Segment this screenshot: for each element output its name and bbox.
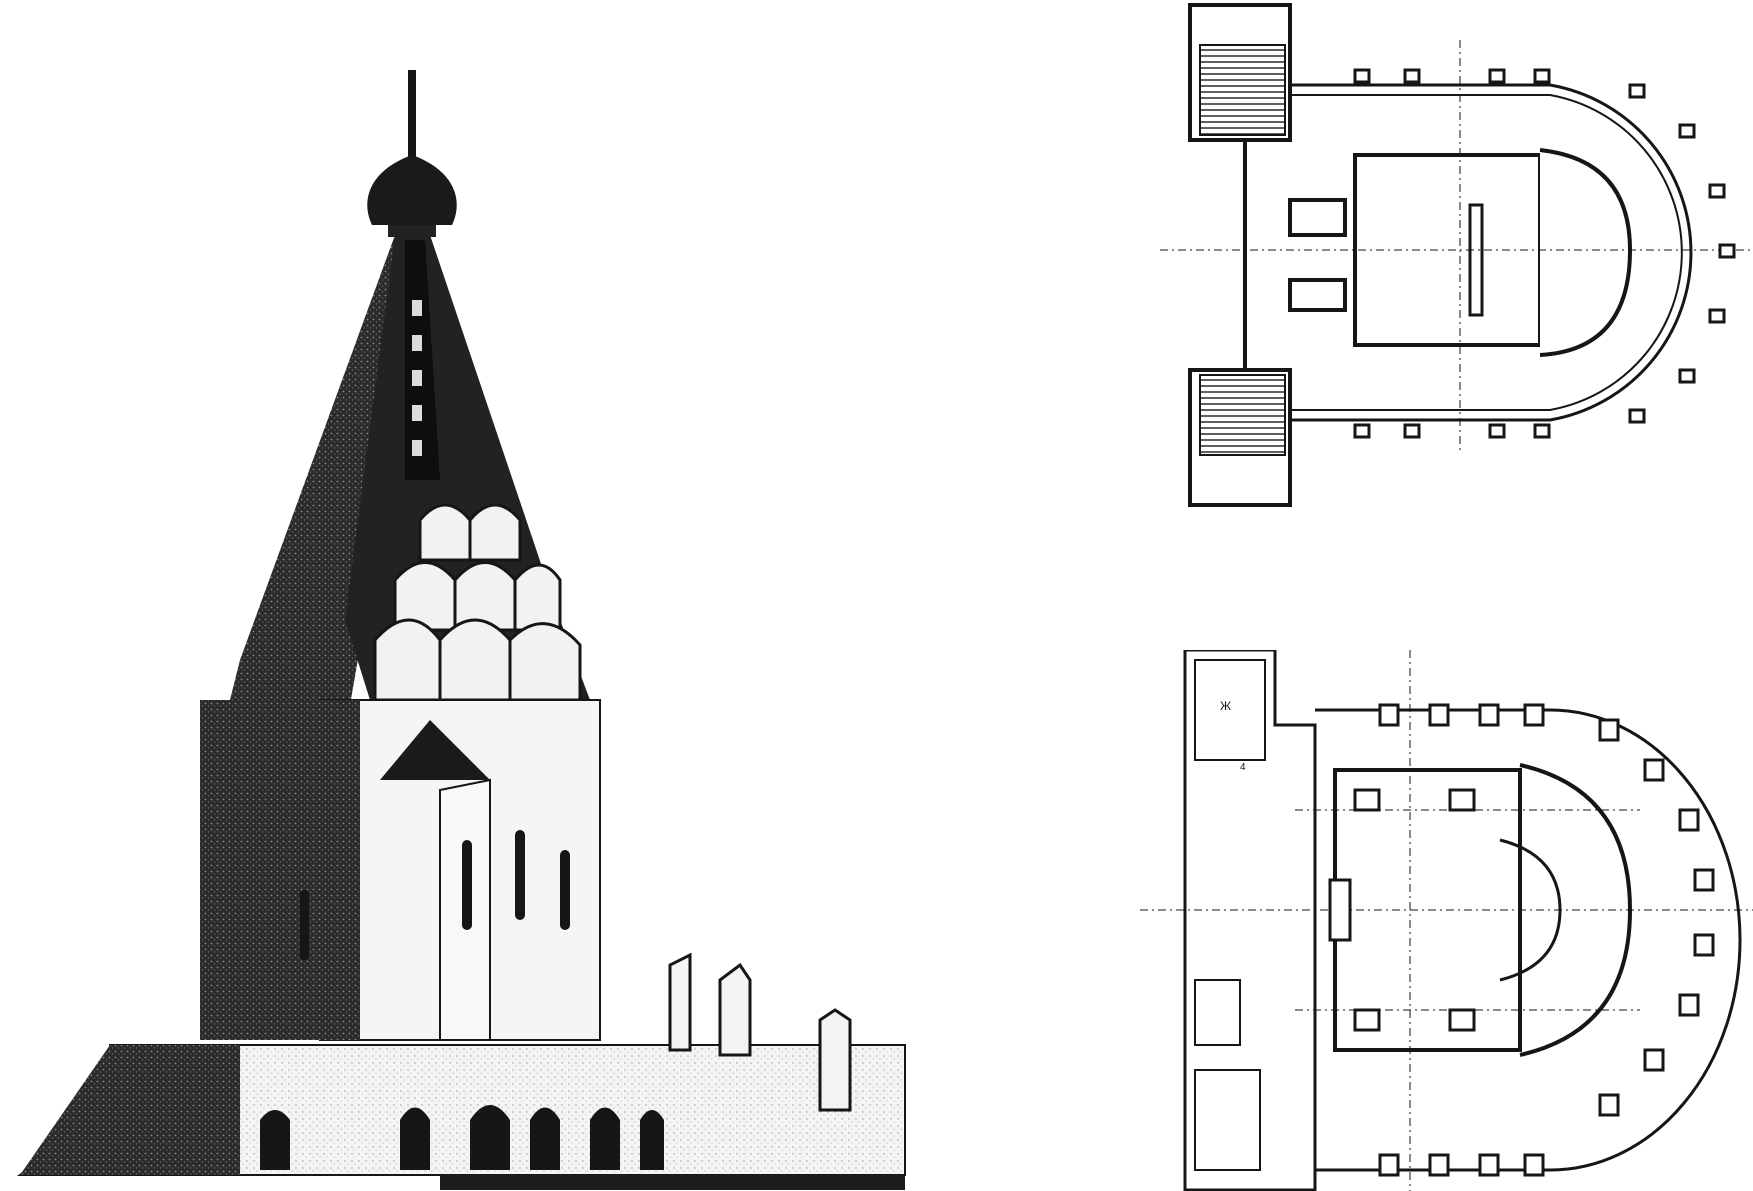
plinth — [440, 1175, 905, 1190]
upper-floor-plan-icon — [1160, 3, 1753, 507]
upper-perimeter-piers — [1353, 68, 1736, 439]
kokoshnik-tiers — [373, 503, 582, 702]
gallery-turrets — [668, 952, 852, 1112]
lower-inner-piers — [1328, 788, 1476, 1032]
upper-plan-axes — [1160, 40, 1753, 450]
tent-roof-church-elevation-icon — [16, 70, 906, 1190]
dome-drum — [388, 225, 436, 237]
tower-windows — [300, 830, 570, 960]
spire — [408, 70, 416, 160]
tent-roof-shadow-side — [200, 235, 410, 820]
upper-gallery-outline — [1290, 83, 1693, 422]
lower-west-block — [1183, 650, 1317, 1191]
upper-floor-plan — [1160, 0, 1753, 520]
plan-mark-4: 4 — [1240, 762, 1246, 773]
gallery-shadow — [20, 1045, 240, 1175]
lower-gallery-outline — [1315, 708, 1742, 1172]
plan-mark-zh: Ж — [1220, 699, 1231, 713]
lower-floor-plan: Ж 4 — [1140, 650, 1753, 1191]
porch-gable — [380, 720, 490, 780]
church-elevation-drawing — [0, 60, 920, 1191]
onion-dome — [367, 155, 457, 225]
upper-church-walls — [1288, 148, 1633, 357]
lower-perimeter-piers — [1378, 703, 1715, 1177]
tower-body-shadow — [200, 700, 360, 1040]
gallery-arches — [260, 1105, 664, 1170]
tent-small-windows — [412, 300, 422, 456]
lower-church-walls — [1333, 768, 1522, 1052]
lower-plan-axes — [1140, 650, 1753, 1191]
lower-floor-plan-icon: Ж 4 — [1140, 650, 1753, 1191]
